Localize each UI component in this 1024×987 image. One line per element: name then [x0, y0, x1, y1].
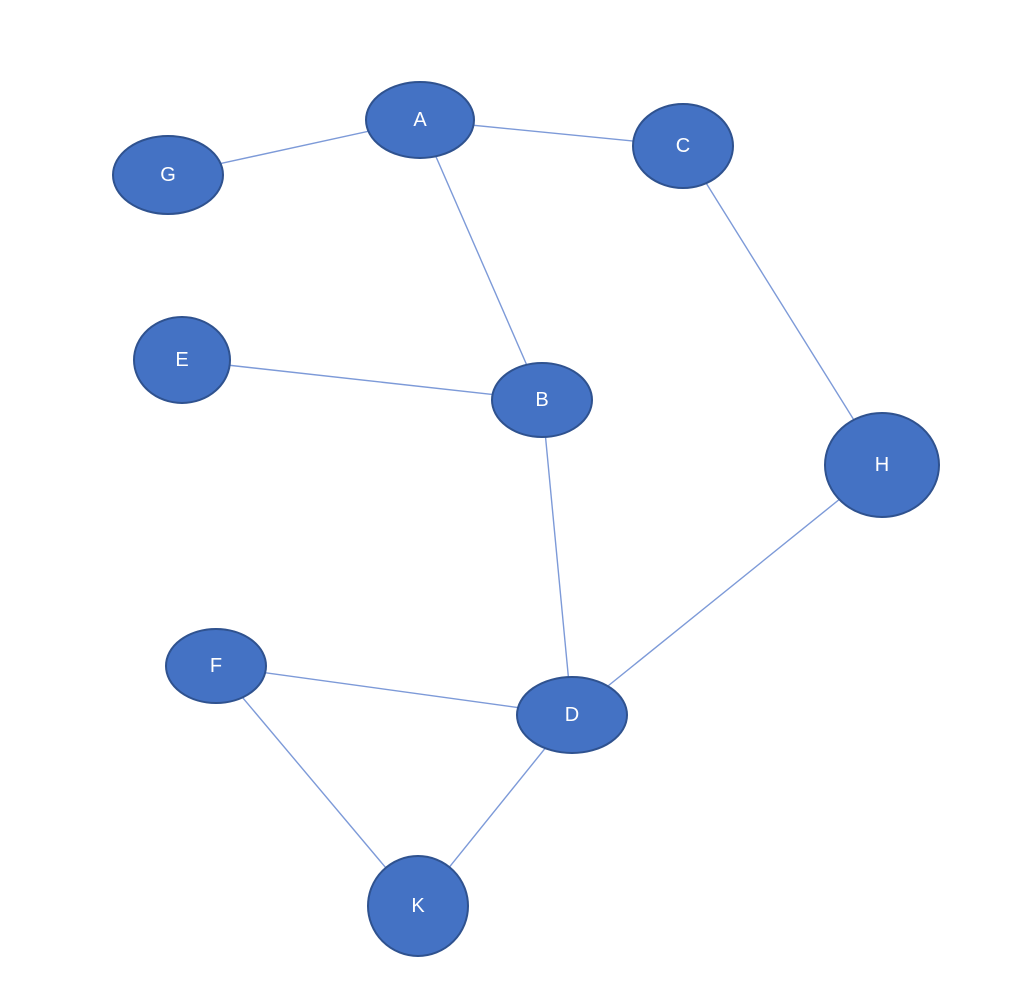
node-G-ellipse[interactable] — [112, 135, 224, 215]
node-D-ellipse[interactable] — [516, 676, 628, 754]
node-E[interactable]: E — [133, 316, 231, 404]
edge-B-D — [541, 399, 573, 716]
node-K-ellipse[interactable] — [367, 855, 469, 957]
node-A-ellipse[interactable] — [365, 81, 475, 159]
node-A[interactable]: A — [365, 81, 475, 159]
edge-H-D — [571, 464, 883, 716]
node-H-ellipse[interactable] — [824, 412, 940, 518]
edge-F-D — [215, 665, 573, 716]
node-F[interactable]: F — [165, 628, 267, 704]
edge-A-B — [419, 119, 543, 401]
node-B-ellipse[interactable] — [491, 362, 593, 438]
node-K[interactable]: K — [367, 855, 469, 957]
edge-layer — [167, 119, 883, 907]
edge-F-K — [215, 665, 419, 907]
node-C-ellipse[interactable] — [632, 103, 734, 189]
edge-E-B — [181, 359, 543, 401]
node-F-ellipse[interactable] — [165, 628, 267, 704]
edge-C-H — [682, 145, 883, 466]
node-G[interactable]: G — [112, 135, 224, 215]
node-D[interactable]: D — [516, 676, 628, 754]
node-C[interactable]: C — [632, 103, 734, 189]
node-E-ellipse[interactable] — [133, 316, 231, 404]
node-H[interactable]: H — [824, 412, 940, 518]
node-B[interactable]: B — [491, 362, 593, 438]
